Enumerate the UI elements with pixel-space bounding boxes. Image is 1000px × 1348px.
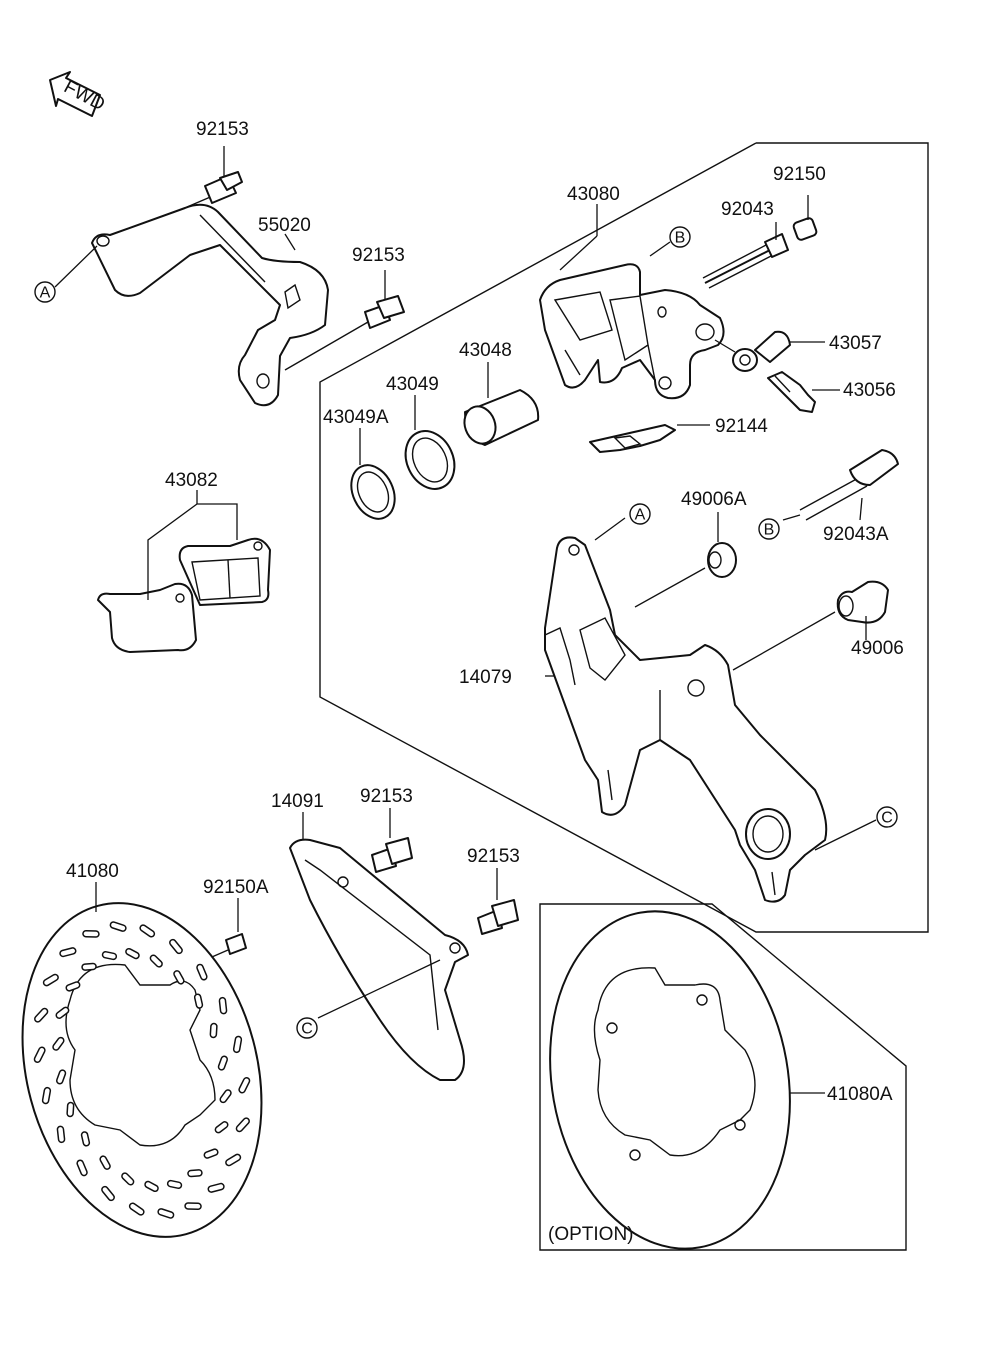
svg-text:B: B (764, 522, 775, 539)
bolt-92153-top (109, 146, 243, 241)
label-43082: 43082 (165, 470, 218, 491)
bolt-92153-guard2 (477, 868, 519, 935)
brake-disc-41080A (549, 910, 825, 1250)
ref-marker-c-2: C (296, 1017, 318, 1039)
fwd-arrow-icon: FWD (49, 71, 108, 117)
ref-marker-c-1: C (876, 806, 898, 828)
label-55020: 55020 (258, 215, 311, 236)
label-43056: 43056 (843, 380, 896, 401)
bolt-92153-mid (284, 270, 405, 371)
ref-marker-b-2: B (758, 518, 780, 540)
banjo-43057 (714, 330, 825, 372)
seal-43049 (404, 395, 456, 490)
label-41080A: 41080A (827, 1084, 893, 1105)
seal-43049A (350, 428, 396, 520)
brake-pads-43082 (97, 490, 271, 653)
label-92043: 92043 (721, 199, 774, 220)
svg-text:B: B (675, 230, 686, 247)
label-92150: 92150 (773, 164, 826, 185)
label-41080: 41080 (66, 861, 119, 882)
label-43049: 43049 (386, 374, 439, 395)
svg-text:A: A (635, 507, 646, 524)
bolt-92150A (204, 898, 247, 961)
pin-92043A (782, 449, 899, 521)
option-frame (539, 903, 907, 1251)
bleeder-valve-43056 (767, 371, 840, 413)
label-92043A: 92043A (823, 524, 889, 545)
ref-marker-b-1: B (649, 226, 691, 257)
label-43048: 43048 (459, 340, 512, 361)
option-label: (OPTION) (548, 1224, 634, 1245)
label-49006: 49006 (851, 638, 904, 659)
bolt-92153-guard1 (371, 808, 413, 873)
label-92153-guard2: 92153 (467, 846, 520, 867)
piston-43048 (463, 362, 540, 446)
disc-guard-14091 (289, 812, 469, 1081)
ref-marker-a-1: A (34, 245, 98, 303)
label-92150A: 92150A (203, 877, 269, 898)
bleeder-cap-92150 (792, 195, 818, 241)
caliper-body-43080 (539, 204, 725, 400)
label-92153-mid: 92153 (352, 245, 405, 266)
caliper-bracket-14079 (544, 517, 877, 903)
caliper-assembly-frame (319, 142, 929, 933)
ref-marker-a-2: A (629, 503, 651, 525)
label-43057: 43057 (829, 333, 882, 354)
label-43049A: 43049A (323, 407, 389, 428)
label-92153-guard1: 92153 (360, 786, 413, 807)
svg-text:C: C (881, 810, 893, 827)
label-92144: 92144 (715, 416, 768, 437)
brake-disc-41080 (21, 882, 263, 1238)
svg-text:C: C (301, 1021, 313, 1038)
label-49006A: 49006A (681, 489, 747, 510)
label-14079: 14079 (459, 667, 512, 688)
bracket-55020 (91, 203, 329, 407)
boot-49006 (732, 580, 889, 671)
disc-slots (33, 921, 251, 1219)
label-92153-top: 92153 (196, 119, 249, 140)
pad-spring-92144 (589, 424, 710, 453)
pin-92043 (702, 222, 789, 289)
boot-49006A (634, 512, 737, 608)
svg-text:A: A (40, 285, 51, 302)
label-43080: 43080 (567, 184, 620, 205)
label-14091: 14091 (271, 791, 324, 812)
